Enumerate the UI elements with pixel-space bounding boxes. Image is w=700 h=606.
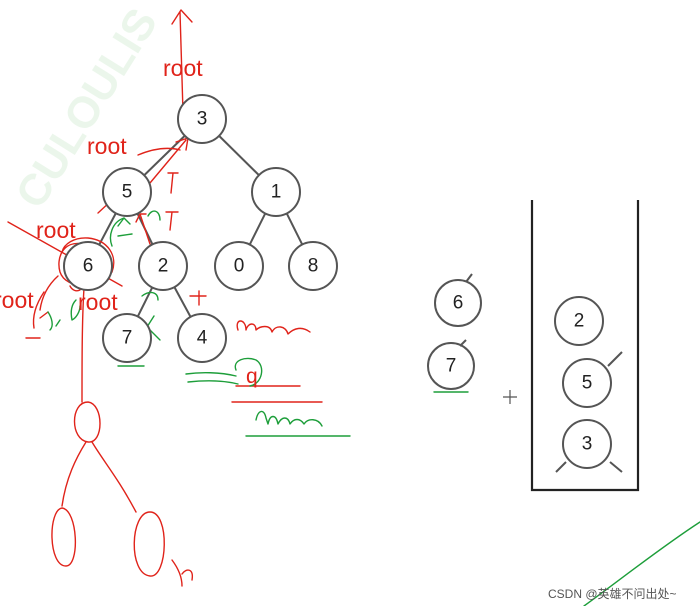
- branch-left: [61, 441, 87, 507]
- t-mark-2: [165, 211, 179, 231]
- node-label: 5: [122, 182, 133, 203]
- stack-item-5: 5: [562, 358, 612, 408]
- up-arrow-from-root: [171, 9, 193, 113]
- slash-mark: [607, 351, 623, 367]
- arrow-2-to-5: [135, 213, 151, 245]
- tree-edge: [285, 213, 304, 245]
- tree-node-0: 0: [214, 241, 264, 291]
- root-labels: root root root root root q: [0, 55, 258, 388]
- node-circle: [434, 279, 482, 327]
- green-hook-2: [147, 210, 161, 221]
- green-double-arrow: [185, 371, 239, 385]
- side-node-6: 6: [434, 279, 482, 327]
- t-mark-5: [167, 172, 179, 194]
- tree-node-1: 1: [251, 167, 301, 217]
- node-label: 2: [574, 311, 585, 332]
- tree-edges: [98, 135, 304, 318]
- root-label: root: [0, 287, 34, 313]
- slash-mark: [465, 273, 473, 283]
- node-circle: [562, 419, 612, 469]
- node-label: 0: [234, 256, 245, 277]
- crosshair-icon: [503, 390, 517, 404]
- stack-item-3: 3: [562, 419, 612, 469]
- tree-node-7: 7: [102, 313, 152, 363]
- stack-item-2: 2: [554, 296, 604, 346]
- node-circle: [562, 358, 612, 408]
- green-scribble-null: [255, 410, 323, 427]
- green-circle-q: [234, 357, 263, 387]
- red-annotations: [7, 9, 323, 587]
- tree-edge: [173, 286, 192, 318]
- tick-6-bottom: [69, 285, 81, 292]
- root-label: root: [78, 289, 118, 315]
- node-circle: [251, 167, 301, 217]
- tree-node-5: 5: [102, 167, 152, 217]
- tree-edge: [248, 213, 267, 245]
- arrow-5-to-3: [149, 137, 189, 184]
- oval-under-6: [73, 401, 101, 443]
- node-label: 8: [308, 256, 319, 277]
- tall-stroke-left: [81, 287, 85, 403]
- tree-node-2: 2: [138, 241, 188, 291]
- oval-bottom-right: [133, 511, 165, 577]
- tree-node-8: 8: [288, 241, 338, 291]
- tree-node-4: 4: [177, 313, 227, 363]
- tree-node-6: 6: [63, 241, 113, 291]
- stack-container: [530, 200, 640, 492]
- stack-items: 2 5 3: [554, 296, 623, 473]
- node-label: 6: [83, 256, 94, 277]
- root-label: root: [36, 217, 76, 243]
- root-label: root: [87, 133, 127, 159]
- branch-right: [91, 441, 137, 513]
- node-circle: [288, 241, 338, 291]
- hook-left: [32, 291, 49, 329]
- node-circle: [554, 296, 604, 346]
- green-loop-6: [70, 299, 81, 321]
- tree-edge: [218, 135, 260, 176]
- slash-mark: [555, 461, 623, 473]
- root-label: root: [163, 55, 203, 81]
- node-label: 6: [453, 293, 464, 314]
- node-label: 1: [271, 182, 282, 203]
- scribble-right-of-4: [236, 320, 311, 335]
- side-node-7: 7: [427, 342, 475, 390]
- q-scribble-bottom: [171, 559, 194, 587]
- csdn-watermark: CSDN @英雄不问出处~: [548, 586, 677, 601]
- node-circle: [177, 313, 227, 363]
- curve-root-5: [137, 147, 181, 156]
- oval-bottom-left: [51, 507, 76, 567]
- node-label: 5: [582, 373, 593, 394]
- node-circle: [102, 167, 152, 217]
- node-label: 3: [197, 109, 208, 130]
- node-label: 7: [446, 356, 457, 377]
- green-diagonal-bottom-right: [583, 521, 700, 606]
- side-nodes: 67: [427, 273, 482, 390]
- node-label: 4: [197, 328, 208, 349]
- green-arrow-6-to-5: [109, 217, 131, 247]
- slash-mark: [459, 339, 467, 347]
- green-hook-left: [47, 311, 61, 331]
- green-tick-6: [117, 233, 133, 237]
- stroke-6-left: [39, 275, 59, 311]
- plus-mark-4: [189, 290, 207, 306]
- tree-node-3: 3: [177, 94, 227, 144]
- node-label: 3: [582, 434, 593, 455]
- tree-edge: [98, 212, 117, 246]
- q-label: q: [246, 365, 258, 388]
- node-circle: [214, 241, 264, 291]
- node-circle: [138, 241, 188, 291]
- node-circle: [102, 313, 152, 363]
- tree-edge: [143, 135, 186, 176]
- node-circle: [427, 342, 475, 390]
- node-label: 2: [158, 256, 169, 277]
- node-circle: [177, 94, 227, 144]
- tree-nodes: 3 5 1 6 2 0 8 7 4: [63, 94, 338, 363]
- node-label: 7: [122, 328, 133, 349]
- node-circle: [63, 241, 113, 291]
